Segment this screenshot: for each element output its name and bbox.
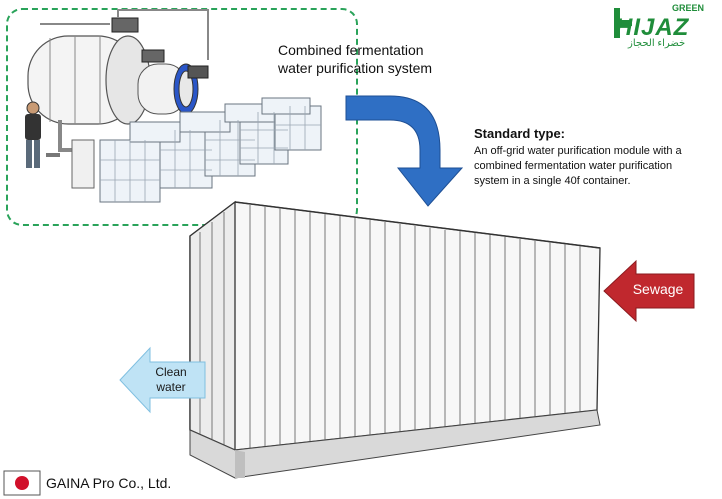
clean-water-label: Clean water <box>155 365 187 394</box>
standard-type-description: An off-grid water purification module wi… <box>474 145 682 187</box>
sewage-label: Sewage <box>632 281 684 297</box>
pump-units <box>40 9 209 79</box>
logo-arabic-text: خضراء الحجاز <box>628 38 686 49</box>
clean-water-arrow <box>119 346 206 414</box>
flow-down-arrow <box>345 95 464 207</box>
system-label: Combined fermentation water purification… <box>278 42 433 76</box>
standard-type-title: Standard type: <box>474 126 566 141</box>
logo-hijaz-text: HIJAZ <box>615 14 690 41</box>
ibc-tank-array <box>99 97 322 203</box>
sewage-arrow <box>603 259 695 323</box>
japan-flag-icon <box>3 470 41 496</box>
company-name: GAINA Pro Co., Ltd. <box>46 475 172 491</box>
shipping-container-40ft <box>189 200 601 479</box>
logo-green-text: GREEN <box>672 3 705 13</box>
fermentation-tank-small <box>137 63 199 115</box>
person-figure <box>25 101 41 168</box>
green-hijaz-logo-mark <box>614 8 632 38</box>
fermentation-tank-large <box>27 35 151 125</box>
outlet-pipes <box>46 120 95 189</box>
